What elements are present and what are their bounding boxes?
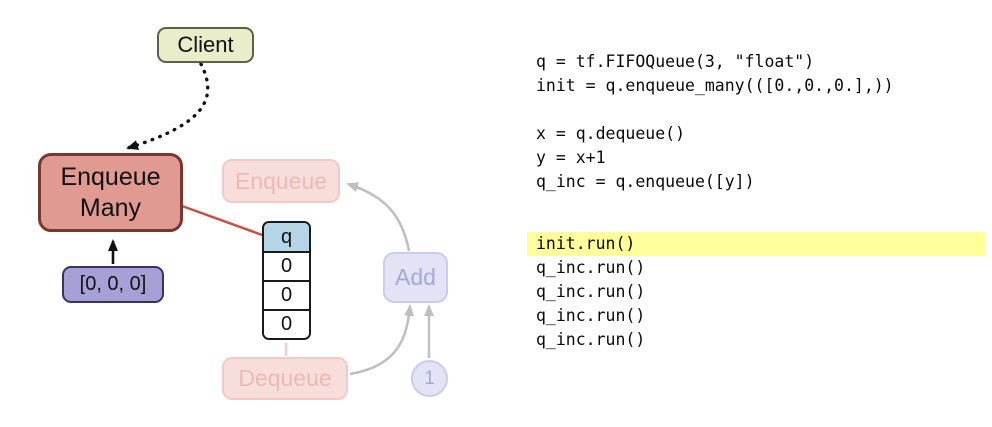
input-tensor-node: [0, 0, 0] (62, 266, 164, 303)
faded-enqueue-node: Enqueue (222, 159, 340, 203)
faded-dequeue-node: Dequeue (222, 357, 348, 400)
code-line: q_inc.run() (536, 306, 646, 325)
code-line: q_inc = q.enqueue([y]) (536, 172, 755, 191)
faded-add-node: Add (383, 252, 448, 303)
input-tensor-label: [0, 0, 0] (79, 273, 147, 295)
client-to-enqueue-many-arrow (126, 62, 210, 150)
queue-cell: 0 (264, 253, 309, 282)
queue-header: q (264, 223, 309, 253)
code-line-highlighted: init.run() (527, 232, 986, 256)
queue-cell: 0 (264, 282, 309, 311)
code-line: init = q.enqueue_many(([0.,0.,0.],)) (536, 76, 894, 95)
enqueue-many-node: Enqueue Many (38, 153, 183, 232)
code-line-blank (527, 194, 986, 232)
queue-cell: 0 (264, 311, 309, 338)
code-line: x = q.dequeue() (536, 124, 686, 143)
faded-one-node: 1 (411, 360, 448, 397)
code-line: q_inc.run() (536, 258, 646, 277)
client-node: Client (157, 27, 254, 63)
code-line: q_inc.run() (536, 330, 646, 349)
enqueue-many-to-queue-edge (181, 204, 266, 238)
add-to-enqueue-arrow (346, 182, 411, 252)
enqueue-many-label-line1: Enqueue (60, 162, 161, 191)
queue-node: q 0 0 0 (262, 221, 311, 340)
dequeue-to-add-arrow (349, 304, 415, 376)
code-line-blank (527, 98, 986, 122)
code-line: y = x+1 (536, 148, 606, 167)
code-panel: q = tf.FIFOQueue(3, "float") init = q.en… (527, 50, 986, 352)
enqueue-many-label-line2: Many (79, 193, 142, 222)
code-line: q_inc.run() (536, 282, 646, 301)
client-label: Client (177, 32, 234, 57)
code-line: q = tf.FIFOQueue(3, "float") (536, 52, 815, 71)
